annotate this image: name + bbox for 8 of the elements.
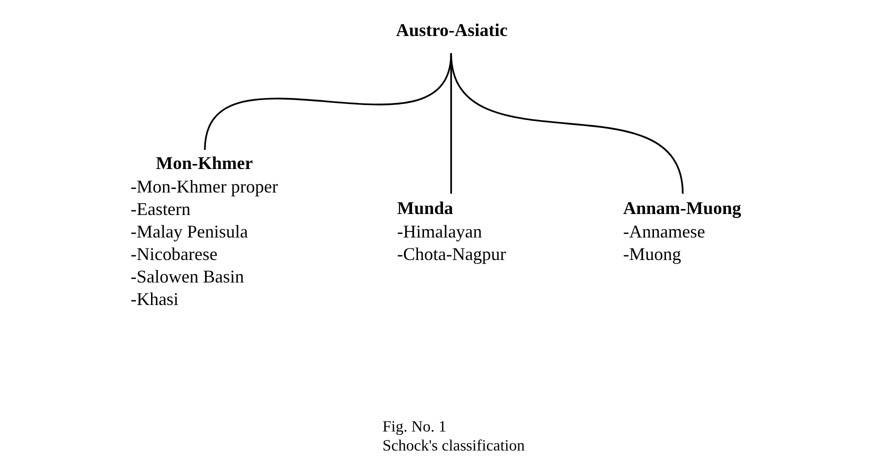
label: Schock's classification	[382, 437, 524, 454]
node-text: Annam-Muong -Annamese -Muong	[622, 198, 741, 264]
connector	[450, 53, 684, 194]
connector	[204, 53, 452, 150]
node-text: Mon-Khmer -Mon-Khmer proper -Eastern -Malay Penisula -Nicobarese -Salowen Basin -Khasi	[130, 152, 278, 309]
label: Fig. No. 1	[382, 418, 446, 436]
node-text: Munda -Himalayan -Chota-Nagpur	[396, 198, 506, 264]
node-text: Austro-Asiatic	[396, 20, 508, 40]
